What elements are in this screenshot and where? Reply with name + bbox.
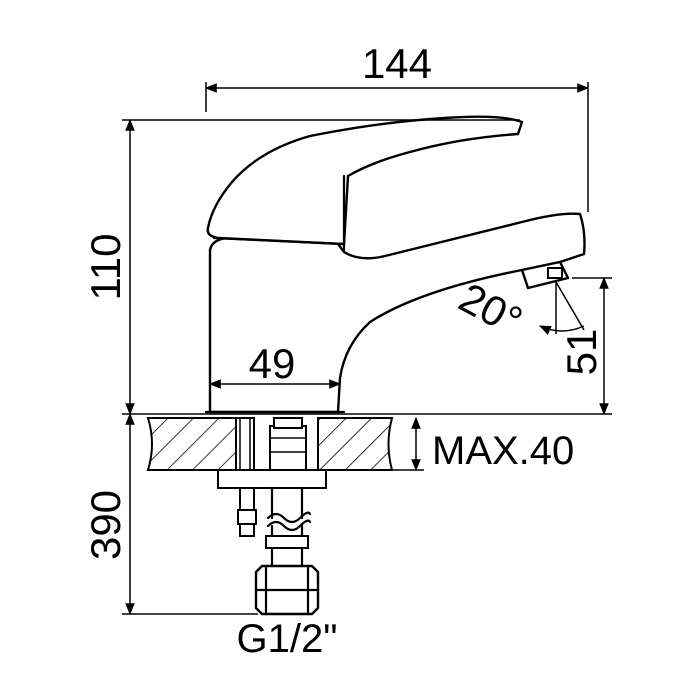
dim-144-label: 144 (362, 40, 432, 87)
dimension-hose-length: 390 (82, 412, 258, 616)
dimension-spout-drop: 51 (558, 276, 612, 416)
dim-51-label: 51 (558, 329, 605, 376)
thread-label: G1/2" (237, 617, 338, 661)
countertop-section (146, 417, 394, 471)
dimension-height: 110 (82, 118, 520, 416)
max-40-label: MAX.40 (432, 429, 574, 473)
dim-49-label: 49 (249, 340, 296, 387)
dimension-max-deck: MAX.40 (392, 416, 574, 473)
dim-390-label: 390 (82, 490, 129, 560)
dim-110-label: 110 (82, 234, 129, 301)
lever-handle (206, 115, 524, 252)
dimension-total-width: 144 (204, 40, 590, 212)
dimension-base-width: 49 (208, 340, 342, 389)
mounting-hardware (217, 417, 327, 616)
